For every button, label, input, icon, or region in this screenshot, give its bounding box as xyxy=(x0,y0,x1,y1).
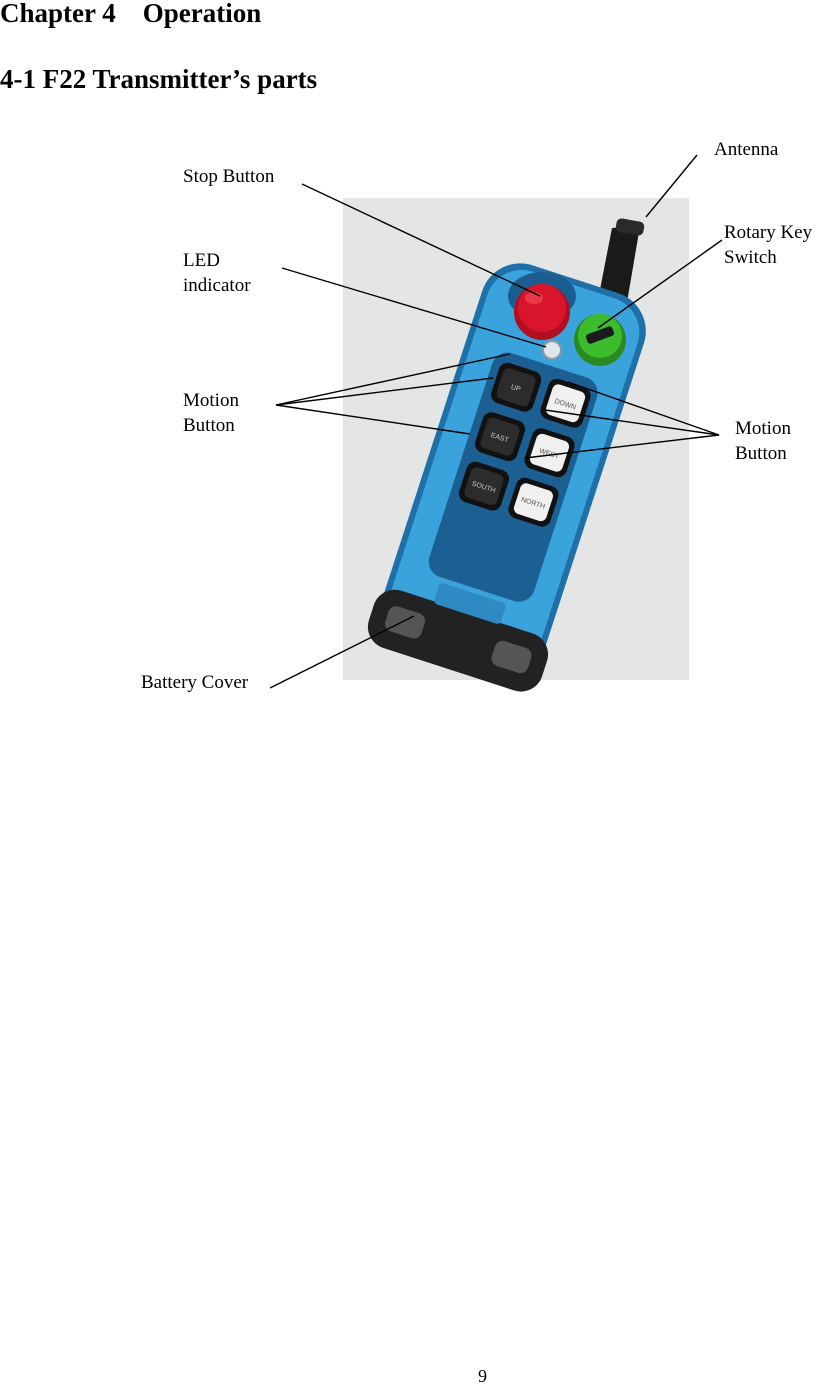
motion-button-right-label-line1: Motion xyxy=(735,418,791,439)
antenna-label: Antenna xyxy=(714,139,779,160)
transmitter-body: UP DOWN EAST WEST SOUTH NORTH xyxy=(367,263,646,692)
led-indicator-graphic xyxy=(542,340,562,360)
battery-cover-label: Battery Cover xyxy=(141,672,249,693)
led-label-line1: LED xyxy=(183,250,220,271)
page-number: 9 xyxy=(478,1366,487,1386)
stop-button-label: Stop Button xyxy=(183,166,275,187)
leader-lines xyxy=(269,154,723,689)
rotary-key-switch-graphic xyxy=(574,314,626,366)
chapter-title: Chapter 4 Operation xyxy=(0,0,262,28)
motion-button-right-label-line2: Button xyxy=(735,443,787,464)
rotary-key-label-line1: Rotary Key xyxy=(724,222,813,243)
stop-button-graphic xyxy=(508,272,576,340)
rotary-key-label-line2: Switch xyxy=(724,247,777,268)
led-label-line2: indicator xyxy=(183,275,251,296)
motion-button-left-label-line1: Motion xyxy=(183,390,239,411)
transmitter-diagram: UP DOWN EAST WEST SOUTH NORTH xyxy=(269,154,723,692)
motion-button-left-label-line2: Button xyxy=(183,415,235,436)
button-label-up: UP xyxy=(510,384,522,394)
section-title: 4-1 F22 Transmitter’s parts xyxy=(0,64,318,94)
